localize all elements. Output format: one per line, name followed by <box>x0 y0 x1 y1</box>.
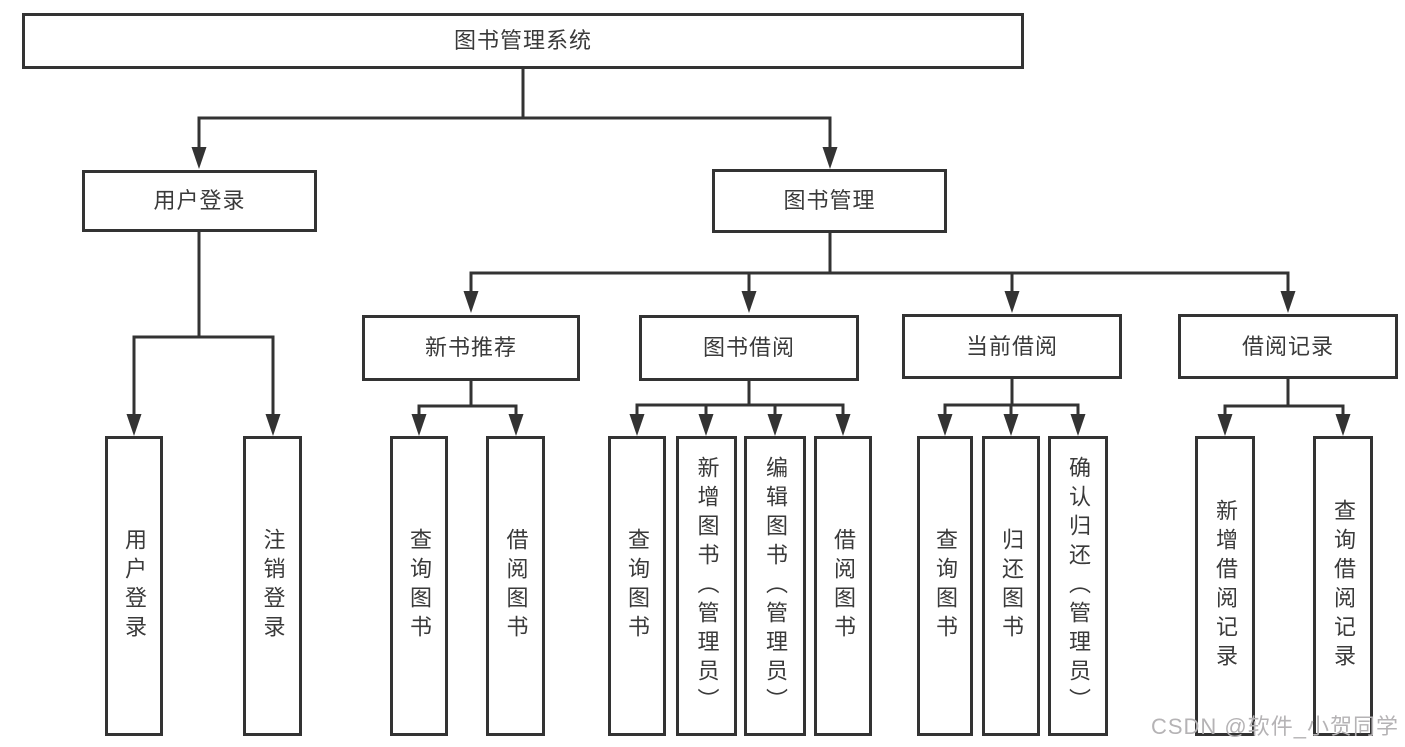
leaf-borrow-edit-books-admin-label: 编辑图书（管理员） <box>763 455 788 717</box>
node-book-management-label: 图书管理 <box>783 188 876 213</box>
node-borrow-records: 借阅记录 <box>1178 314 1398 379</box>
leaf-records-add-record: 新增借阅记录 <box>1195 436 1255 736</box>
leaf-records-query-record-label: 查询借阅记录 <box>1331 499 1356 673</box>
leaf-borrow-add-books-admin-label: 新增图书（管理员） <box>694 455 720 717</box>
leaf-user-login-label: 用户登录 <box>122 528 147 644</box>
leaf-recommend-borrow-books: 借阅图书 <box>486 436 545 736</box>
edge-user-login-split <box>132 335 275 417</box>
leaf-logout-label: 注销登录 <box>260 528 286 644</box>
node-borrow-records-label: 借阅记录 <box>1241 333 1334 359</box>
leaf-current-confirm-return-admin: 确认归还（管理员） <box>1048 436 1108 736</box>
leaf-logout: 注销登录 <box>243 436 302 736</box>
leaf-current-query-books-label: 查询图书 <box>933 528 958 644</box>
leaf-current-query-books: 查询图书 <box>917 436 973 736</box>
leaf-borrow-borrow-books: 借阅图书 <box>814 436 872 736</box>
edge-borrow-record-split <box>1223 404 1345 416</box>
leaf-current-return-books-label: 归还图书 <box>999 528 1024 644</box>
node-user-login-label: 用户登录 <box>153 188 246 213</box>
leaf-recommend-query-books-label: 查询图书 <box>407 528 432 644</box>
edge-new-book-rec-split <box>417 404 518 416</box>
leaf-borrow-add-books-admin: 新增图书（管理员） <box>676 436 737 736</box>
leaf-records-query-record: 查询借阅记录 <box>1313 436 1373 736</box>
arrowheads <box>126 147 1351 436</box>
node-root-label: 图书管理系统 <box>453 28 592 53</box>
node-new-book-recommend-label: 新书推荐 <box>424 335 517 360</box>
node-current-borrow-label: 当前借阅 <box>965 333 1058 359</box>
leaf-records-add-record-label: 新增借阅记录 <box>1213 499 1238 673</box>
leaf-borrow-borrow-books-label: 借阅图书 <box>831 528 856 644</box>
leaf-recommend-query-books: 查询图书 <box>390 436 448 736</box>
node-current-borrow: 当前借阅 <box>902 314 1122 379</box>
node-book-borrow-label: 图书借阅 <box>702 335 795 360</box>
leaf-borrow-edit-books-admin: 编辑图书（管理员） <box>744 436 806 736</box>
node-new-book-recommend: 新书推荐 <box>362 315 580 381</box>
edge-root-split <box>197 116 832 150</box>
leaf-borrow-query-books-label: 查询图书 <box>625 528 650 644</box>
node-user-login: 用户登录 <box>82 170 317 232</box>
leaf-borrow-query-books: 查询图书 <box>608 436 666 736</box>
node-root: 图书管理系统 <box>22 13 1024 69</box>
node-book-management: 图书管理 <box>712 169 947 233</box>
edge-book-borrow-split <box>635 403 845 416</box>
edge-book-mgmt-split <box>469 271 1290 294</box>
leaf-current-confirm-return-admin-label: 确认归还（管理员） <box>1066 455 1091 717</box>
node-book-borrow: 图书借阅 <box>639 315 859 381</box>
leaf-user-login: 用户登录 <box>105 436 163 736</box>
leaf-current-return-books: 归还图书 <box>982 436 1040 736</box>
leaf-recommend-borrow-books-label: 借阅图书 <box>503 528 529 644</box>
